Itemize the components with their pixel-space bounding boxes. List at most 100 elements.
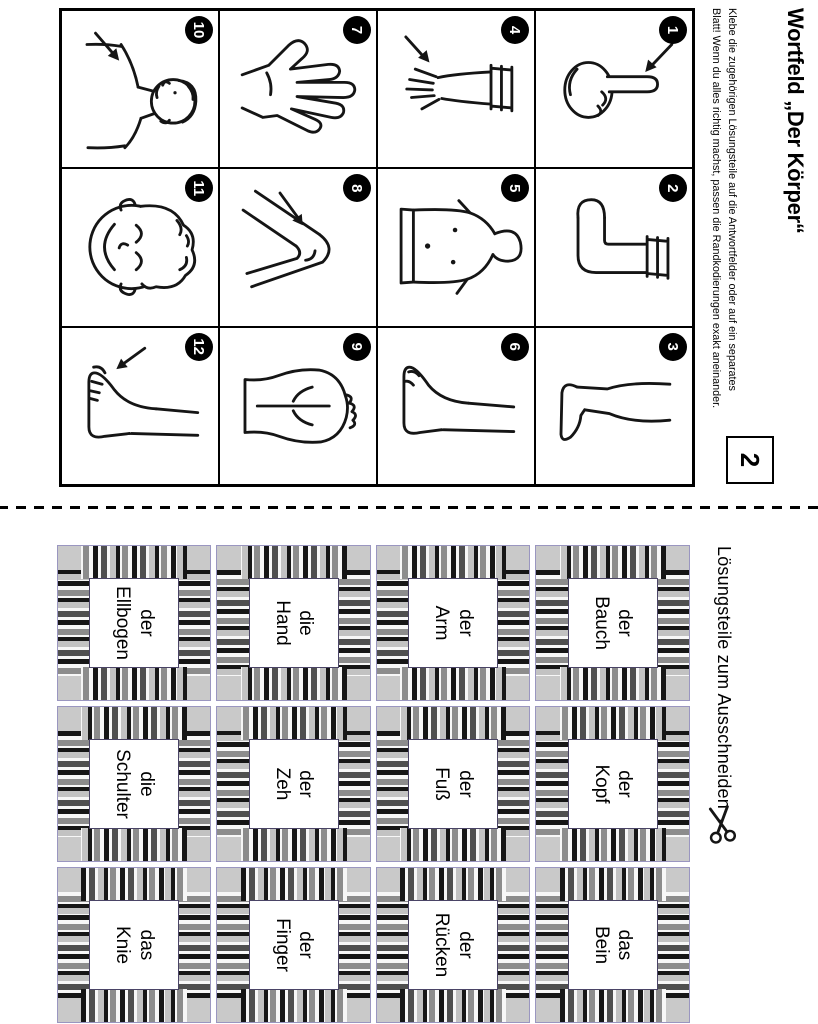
cards-heading: Lösungsteile zum Ausschneiden [714,546,734,809]
picture-cell: 3 [535,326,693,485]
edge-code-band [81,989,188,1022]
edge-code-band [58,892,91,998]
answer-card-grid: der Bauch der Kopf das Bein [57,545,690,1023]
card-label: das Knie [89,900,180,990]
edge-code-band [559,868,666,901]
edge-code-band [559,546,666,579]
bent-elbow-icon [576,198,670,281]
edge-code-band [58,570,91,676]
page-number-badge: 2 [726,436,774,484]
scissors-icon [708,805,737,844]
picture-cell: 9 [219,326,377,485]
picture-cell: 10 [61,10,219,169]
card-noun: Finger [271,918,293,972]
cell-number-badge: 10 [185,16,213,44]
card-noun: Schulter [112,749,134,819]
card-article: der [295,770,317,798]
card-article: der [455,770,476,798]
edge-code-band [337,570,370,676]
edge-code-band [81,546,188,579]
picture-cell: 2 [535,168,693,327]
picture-cell: 7 [219,10,377,169]
picture-cell: 12 [61,326,219,485]
card-label: der Finger [248,900,339,990]
open-hand-icon [240,39,357,134]
cell-number-badge: 1 [659,16,687,44]
edge-code-band [400,868,507,901]
card-label: die Hand [248,578,339,668]
card-label: der Ellbogen [89,578,180,668]
card-article: der [295,931,317,959]
card-noun: Kopf [590,764,612,804]
edge-code-band [536,892,570,998]
card-noun: Arm [431,605,453,641]
card-label: der Zeh [248,739,339,829]
edge-code-band [217,731,251,837]
cell-number-badge: 4 [501,16,529,44]
back-icon [243,368,357,444]
card-article: der [614,770,636,798]
knee-icon [241,190,331,289]
instructions: Klebe die zugehörigen Lösungsteile auf d… [708,8,740,408]
pointing-finger-icon [563,43,674,119]
answer-card: das Bein [535,867,690,1023]
belly-icon [399,199,523,296]
edge-code-band [656,731,689,837]
answer-card: der Zeh [216,706,371,862]
edge-code-band [337,892,370,998]
card-label: der Rücken [408,900,499,990]
toe-icon [87,346,200,439]
cell-number-badge: 6 [501,332,529,361]
edge-code-band [536,731,570,837]
card-noun: Knie [112,925,134,965]
edge-code-band [240,546,347,579]
head-icon [88,198,197,297]
card-article: der [455,609,476,637]
edge-code-band [559,667,666,700]
edge-code-band [496,731,530,837]
answer-card: der Kopf [535,706,690,862]
edge-code-band [240,989,347,1022]
answer-card: der Bauch [535,545,690,701]
edge-code-band [177,570,211,676]
edge-code-band [240,868,347,901]
edge-code-band [81,868,188,901]
answer-card: der Fuß [376,706,531,862]
edge-code-band [656,892,689,998]
card-noun: Zeh [271,767,293,801]
answer-card: das Knie [57,867,212,1023]
edge-code-band [496,892,530,998]
edge-code-band [536,570,570,676]
card-article: die [295,610,317,636]
card-article: das [136,929,157,961]
edge-code-band [58,731,91,837]
card-label: der Kopf [567,739,658,829]
card-article: das [614,929,636,961]
edge-code-band [177,731,211,837]
edge-code-band [400,546,507,579]
answer-card: der Rücken [376,867,531,1023]
instructions-line-2: Blatt! Wenn du alles richtig machst, pas… [710,8,722,409]
edge-code-band [400,667,507,700]
edge-code-band [240,828,347,861]
edge-code-band [81,667,188,700]
edge-code-band [81,828,188,861]
answer-card: der Arm [376,545,531,701]
edge-code-band [656,570,689,676]
edge-code-band [559,707,666,740]
card-noun: Ellbogen [112,586,134,660]
shoulder-icon [85,31,198,150]
cell-number-badge: 3 [659,332,687,361]
cell-number-badge: 9 [343,332,371,361]
card-label: der Fuß [408,739,499,829]
cell-number-badge: 12 [185,332,213,361]
picture-cell: 1 [535,10,693,169]
answer-card: die Hand [216,545,371,701]
card-article: die [136,771,157,797]
edge-code-band [559,989,666,1022]
card-noun: Bauch [590,596,612,650]
answer-card: der Ellbogen [57,545,212,701]
edge-code-band [337,731,370,837]
edge-code-band [400,989,507,1022]
